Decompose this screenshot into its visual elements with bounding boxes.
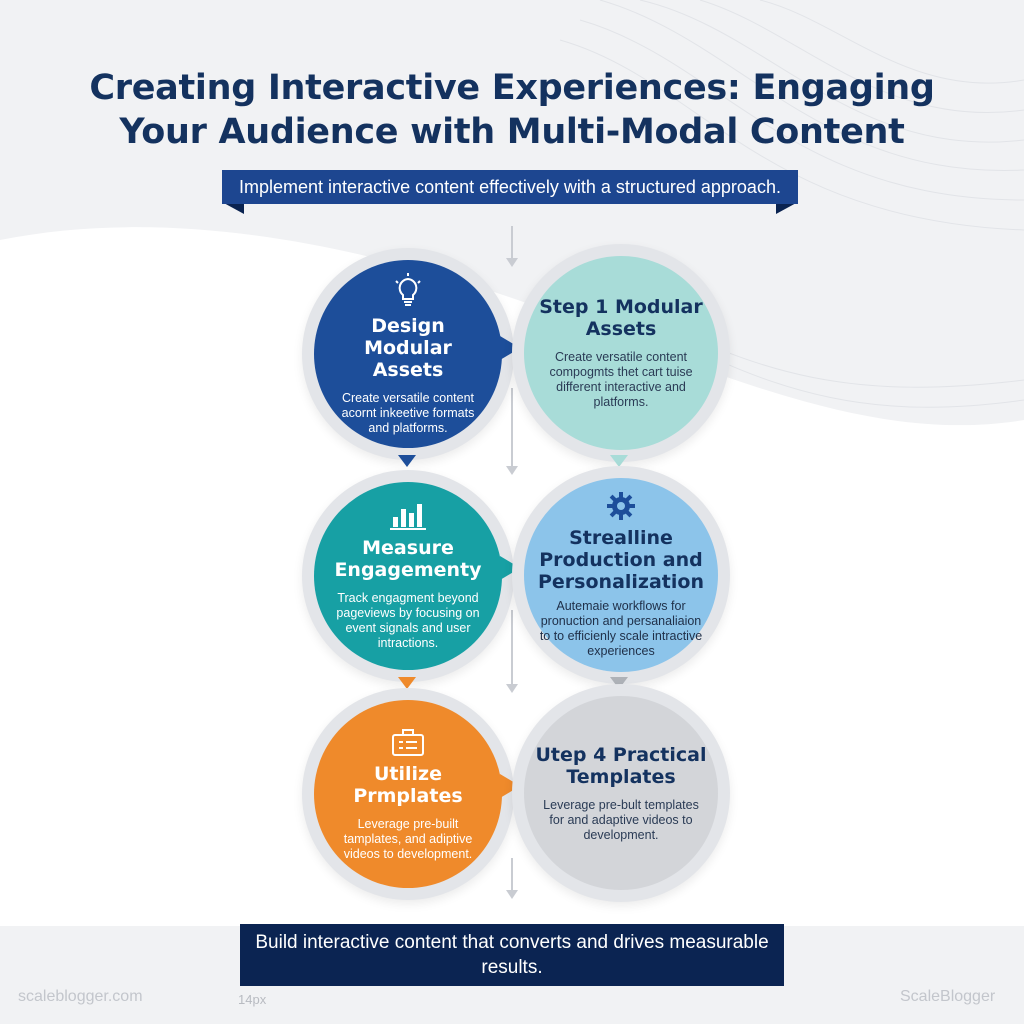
- connector-arrow-3: [506, 684, 518, 693]
- left-body-1: Create versatile content acornt inkeetiv…: [341, 390, 475, 435]
- brand-logo-text: ScaleBlogger: [900, 988, 996, 1005]
- right-circle-streamline: Strealline Production and Personalizatio…: [524, 478, 718, 672]
- right-heading-1: Step 1 Modular Assets: [539, 296, 703, 340]
- left-circle-utilize: Utilize Prmplates Leverage pre-built tam…: [314, 700, 502, 888]
- left-body-2: Track engagment beyond pageviews by focu…: [336, 591, 480, 650]
- brand-size-label: 14px: [238, 992, 267, 1007]
- ribbon-fold-left: [222, 202, 244, 214]
- lightbulb-icon: [395, 272, 421, 306]
- connector-line-4: [511, 858, 513, 890]
- connector-line-2: [511, 388, 513, 466]
- left-heading-3: Utilize Prmplates: [353, 762, 463, 807]
- footer-banner: Build interactive content that converts …: [240, 924, 784, 986]
- bar-chart-icon: [390, 504, 426, 530]
- left-heading-1: Design Modular Assets: [364, 314, 452, 381]
- down-arrow-left-1: [398, 455, 416, 467]
- right-body-3: Leverage pre-bult templates for and adap…: [543, 797, 699, 842]
- left-body-3: Leverage pre-built tamplates, and adipti…: [343, 816, 473, 861]
- right-body-2: Autemaie workflows for pronuction and pe…: [539, 599, 703, 658]
- connector-arrow-2: [506, 466, 518, 475]
- connector-line-3: [511, 610, 513, 684]
- right-heading-2: Strealline Production and Personalizatio…: [538, 527, 704, 593]
- ribbon-fold-right: [776, 202, 798, 214]
- left-circle-design: Design Modular Assets Create versatile c…: [314, 260, 502, 448]
- gear-icon: [607, 492, 635, 520]
- left-circle-measure: Measure Engagementy Track engagment beyo…: [314, 482, 502, 670]
- connector-arrow-4: [506, 890, 518, 899]
- subtitle-ribbon: Implement interactive content effectivel…: [222, 170, 798, 214]
- subtitle: Implement interactive content effectivel…: [222, 170, 798, 204]
- right-circle-step1: Step 1 Modular Assets Create versatile c…: [524, 256, 718, 450]
- connector-arrow-1: [506, 258, 518, 267]
- right-heading-3: Utep 4 Practical Templates: [535, 743, 707, 788]
- connector-line-1: [511, 226, 513, 258]
- page-title: Creating Interactive Experiences: Engagi…: [89, 68, 935, 152]
- right-circle-templates: Utep 4 Practical Templates Leverage pre-…: [524, 696, 718, 890]
- down-arrow-right-1: [610, 455, 628, 467]
- left-heading-2: Measure Engagementy: [334, 537, 482, 581]
- briefcase-icon: [392, 728, 424, 756]
- brand-url: scaleblogger.com: [18, 988, 143, 1005]
- right-body-1: Create versatile content compogmts thet …: [549, 350, 693, 409]
- down-arrow-left-2: [398, 677, 416, 689]
